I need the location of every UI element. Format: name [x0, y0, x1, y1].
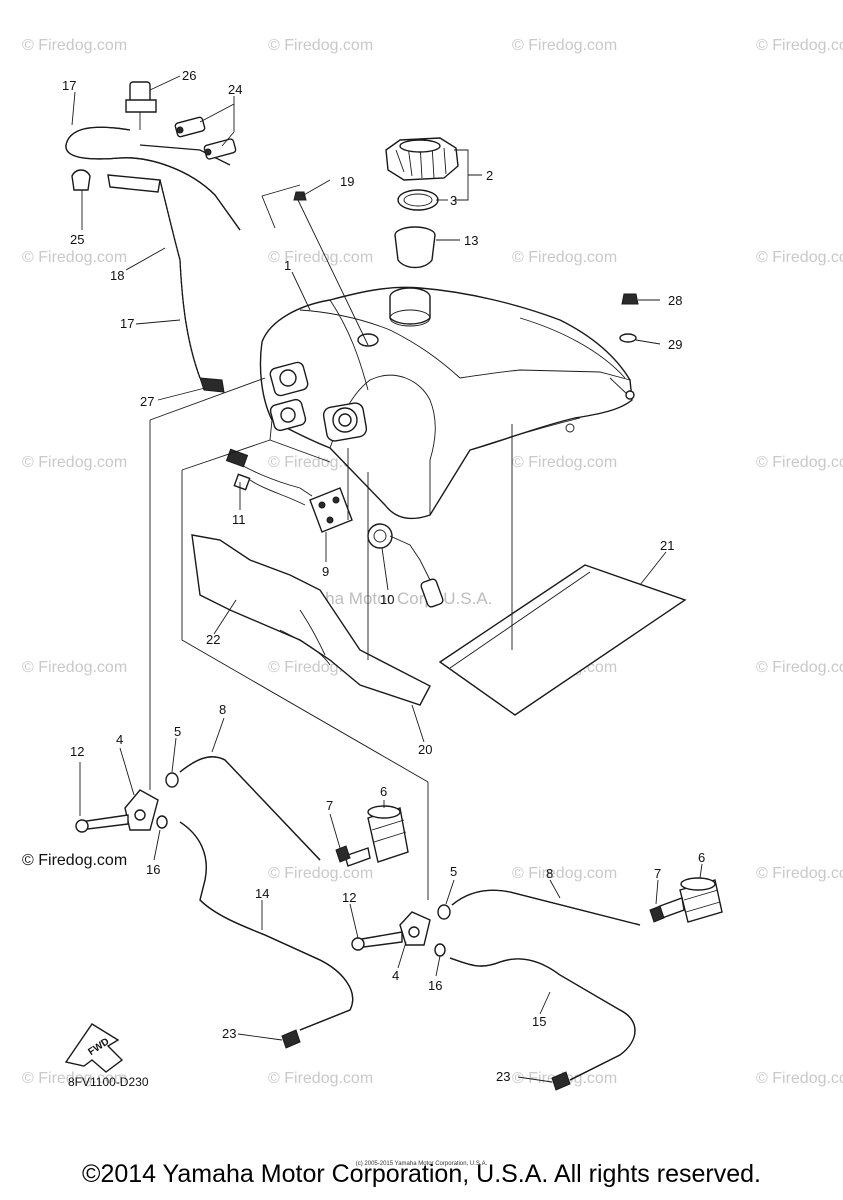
diagram-code: 8FV1100-D230	[68, 1075, 149, 1089]
reference-frame	[181, 470, 429, 783]
clamp-7-right	[649, 905, 665, 923]
fuel-filter-right	[659, 877, 723, 923]
leader-lines	[71, 75, 703, 1083]
callout-5-right: 5	[450, 864, 457, 879]
protector-21	[438, 564, 687, 716]
callout-8-left: 8	[219, 702, 226, 717]
watermark: © Firedog.com	[512, 454, 617, 471]
watermark: © Firedog.com	[268, 249, 373, 266]
callout-17-mid: 17	[120, 316, 134, 331]
watermark: © Firedog.com	[512, 249, 617, 266]
watermark: © Firedog.com	[268, 865, 373, 882]
callout-1: 1	[284, 258, 291, 273]
callout-17-top: 17	[62, 78, 76, 93]
rollover-valve	[125, 81, 157, 130]
callout-15: 15	[532, 1014, 546, 1029]
watermark: © Firedog.com	[22, 1070, 127, 1087]
callout-numbers: 1 2 3 4 4 5 5 6 6 7 7 8 8 9 10 11 12 12 …	[62, 68, 705, 1084]
watermark: © Firedog.com	[268, 37, 373, 54]
callout-20: 20	[418, 742, 432, 757]
callout-16-left: 16	[146, 862, 160, 877]
side-copyright: © Firedog.com	[22, 852, 128, 869]
callout-24: 24	[228, 82, 242, 97]
watermark: © Firedog.com	[22, 249, 127, 266]
fuel-cock-right	[351, 904, 451, 957]
watermark: © Firedog.com	[22, 659, 127, 676]
breather-hoses	[65, 126, 301, 379]
level-sensor	[367, 523, 444, 608]
watermark: © Firedog.com	[756, 37, 843, 54]
callout-11: 11	[232, 512, 246, 527]
fuel-tank	[259, 286, 635, 520]
watermark: © Firedog.com	[756, 249, 843, 266]
callout-23-left: 23	[222, 1026, 236, 1041]
callout-4-left: 4	[116, 732, 123, 747]
callout-7-left: 7	[326, 798, 333, 813]
fwd-arrow-icon: FWD	[64, 1023, 124, 1073]
watermark: © Firedog.com	[268, 1070, 373, 1087]
check-valves	[174, 116, 237, 160]
callout-25: 25	[70, 232, 84, 247]
callout-9: 9	[322, 564, 329, 579]
clamp-19	[293, 191, 307, 201]
fuel-cap	[385, 137, 459, 181]
callout-29: 29	[668, 337, 682, 352]
tiny-copyright-note: (c) 2005-2015 Yamaha Motor Corporation, …	[355, 1161, 488, 1167]
fuel-filter-left	[344, 805, 409, 867]
clamp-27	[199, 377, 225, 393]
callout-8-right: 8	[546, 866, 553, 881]
watermark: © Firedog.com	[756, 865, 843, 882]
callout-23-right: 23	[496, 1069, 510, 1084]
callout-19: 19	[340, 174, 354, 189]
callout-16-right: 16	[428, 978, 442, 993]
fuel-pump	[225, 448, 353, 533]
callout-18: 18	[110, 268, 124, 283]
watermark: © Firedog.com	[512, 37, 617, 54]
callout-13: 13	[464, 233, 478, 248]
filler-strainer	[394, 226, 436, 269]
watermark: © Firedog.com	[512, 865, 617, 882]
clip-25	[71, 169, 91, 191]
watermark: © Firedog.com	[22, 37, 127, 54]
callout-21: 21	[660, 538, 674, 553]
callout-3: 3	[450, 193, 457, 208]
callout-10: 10	[380, 592, 394, 607]
callout-27: 27	[140, 394, 154, 409]
clamp-23-left	[281, 1029, 301, 1049]
callout-5-left: 5	[174, 724, 181, 739]
washer-29	[619, 333, 637, 343]
callout-12-right: 12	[342, 890, 356, 905]
callout-22: 22	[206, 632, 220, 647]
fuel-cock-left	[75, 772, 179, 833]
callout-4-right: 4	[392, 968, 399, 983]
callout-6-left: 6	[380, 784, 387, 799]
clamp-23-right	[551, 1071, 571, 1091]
watermark: © Firedog.com	[22, 454, 127, 471]
callout-6-right: 6	[698, 850, 705, 865]
callout-7-right: 7	[654, 866, 661, 881]
callout-14: 14	[255, 886, 269, 901]
callout-26: 26	[182, 68, 196, 83]
callout-2: 2	[486, 168, 493, 183]
clamp-7-left	[335, 845, 351, 863]
callout-28: 28	[668, 293, 682, 308]
footer-copyright: ©2014 Yamaha Motor Corporation, U.S.A. A…	[82, 1160, 761, 1188]
watermark: © Firedog.com	[756, 659, 843, 676]
cap-28	[621, 293, 639, 305]
watermark: © Firedog.com	[756, 454, 843, 471]
callout-12-left: 12	[70, 744, 84, 759]
watermark: © Firedog.com	[756, 1070, 843, 1087]
protector-22	[191, 534, 431, 706]
